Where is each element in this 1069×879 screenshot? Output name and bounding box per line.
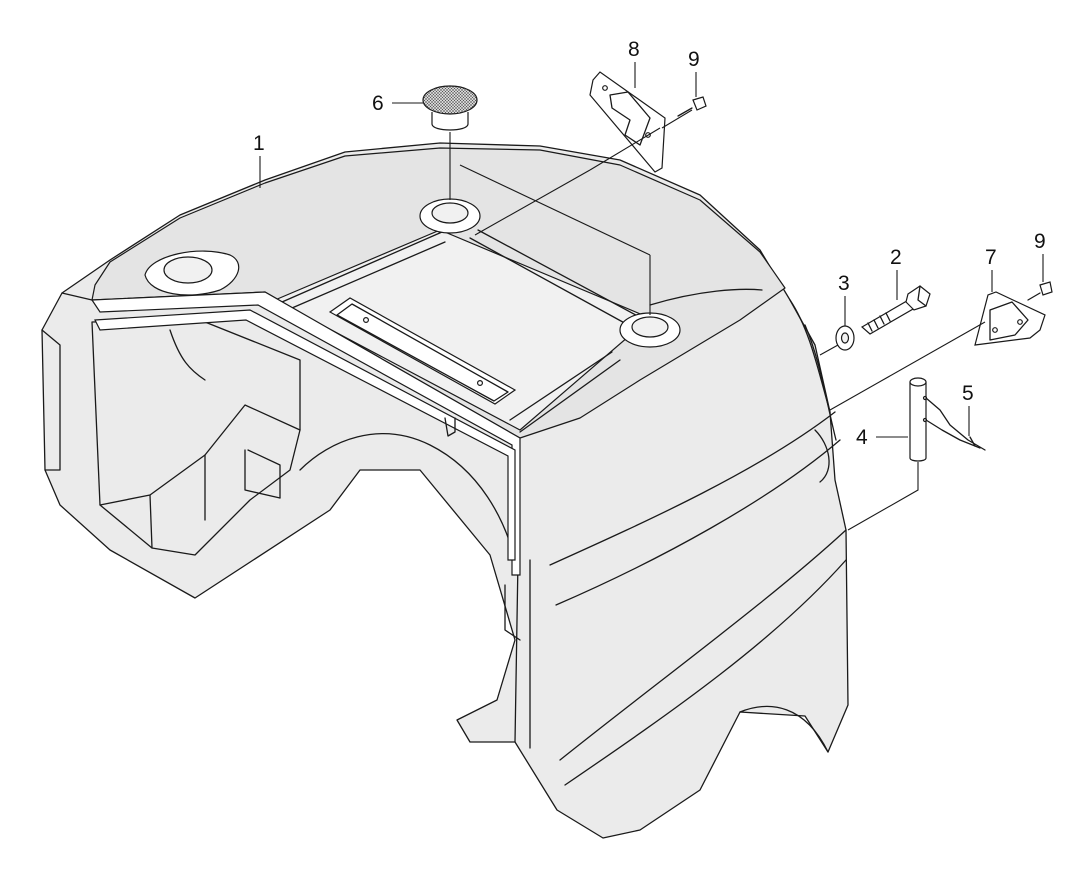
callout-1: 1 (253, 132, 265, 188)
callout-label-5: 5 (962, 382, 974, 405)
callout-label-2: 2 (890, 246, 902, 269)
filler-neck (144, 250, 240, 296)
callout-7: 7 (985, 246, 997, 292)
callout-9-upper: 9 (688, 48, 700, 97)
callout-5: 5 (962, 382, 974, 436)
callout-label-9-upper: 9 (688, 48, 700, 71)
callout-label-1: 1 (253, 132, 265, 155)
callout-label-6: 6 (372, 92, 384, 115)
callout-label-8: 8 (628, 38, 640, 61)
hood-body-part-1 (41, 142, 849, 839)
callout-6: 6 (372, 92, 423, 115)
grommet-rear (419, 198, 481, 234)
pin-part-4 (909, 377, 928, 462)
callout-4: 4 (856, 426, 908, 449)
callout-label-7: 7 (985, 246, 997, 269)
bracket-part-8 (589, 71, 666, 173)
callout-label-3: 3 (838, 272, 850, 295)
clip-part-5 (925, 397, 986, 451)
callout-label-4: 4 (856, 426, 868, 449)
callout-3: 3 (838, 272, 850, 326)
strainer-cap-part-6 (422, 85, 478, 200)
callout-label-9-lower: 9 (1034, 230, 1046, 253)
callout-2: 2 (890, 246, 902, 300)
deck-plate (328, 297, 517, 405)
grommet-front (619, 312, 681, 348)
bracket-part-7 (974, 291, 1046, 346)
handle-rail (90, 291, 521, 576)
bolt-part-2 (860, 285, 931, 335)
callout-8: 8 (628, 38, 640, 88)
screw-part-9-lower (1027, 281, 1053, 301)
callout-9-lower: 9 (1034, 230, 1046, 282)
washer-part-3 (835, 325, 855, 351)
screw-part-9-upper (677, 96, 707, 117)
